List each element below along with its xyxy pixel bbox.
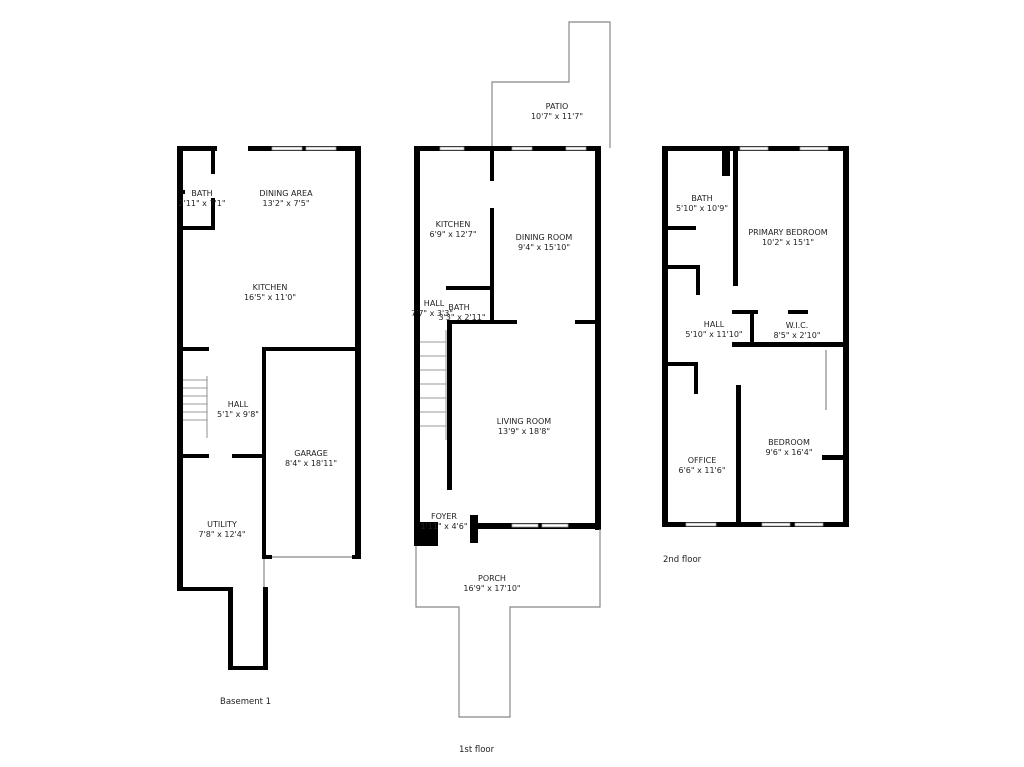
floor-label-second: 2nd floor [663,555,702,565]
room-dims: 13'2" x 7'5" [262,199,309,208]
room-dims: 6'9" x 12'7" [429,230,476,239]
room-name: DINING ROOM [516,233,573,242]
room-dims: 5'10" x 11'10" [685,330,742,339]
room-name: PORCH [478,574,506,583]
room-dims: 5'10" x 10'9" [676,204,728,213]
room-name: KITCHEN [253,283,288,292]
floor-label-first: 1st floor [459,745,495,755]
room-dims: 6'6" x 11'6" [678,466,725,475]
room-labels: BATH 2'11" x 7'1" DINING AREA 13'2" x 7'… [178,102,827,593]
room-name: PATIO [546,102,569,111]
room-name: LIVING ROOM [497,417,552,426]
room-name: FOYER [431,512,457,521]
basement-plan [177,146,361,670]
room-name: DINING AREA [259,189,313,198]
room-name: PRIMARY BEDROOM [748,228,827,237]
first-floor-plan [414,21,611,718]
room-name: GARAGE [294,449,328,458]
room-name: HALL [228,400,249,409]
room-dims: 8'5" x 2'10" [773,331,820,340]
room-dims: 10'7" x 11'7" [531,112,583,121]
room-dims: 16'9" x 17'10" [463,584,520,593]
room-dims: 3'3" x 2'11" [438,313,485,322]
room-dims: 5'1" x 9'8" [217,410,259,419]
room-dims: 16'5" x 11'0" [244,293,296,302]
room-name: UTILITY [207,520,237,529]
room-dims: 1'11" x 4'6" [420,522,467,531]
room-name: BEDROOM [768,438,810,447]
room-name: BATH [191,189,212,198]
room-dims: 9'4" x 15'10" [518,243,570,252]
room-name: BATH [448,303,469,312]
room-dims: 13'9" x 18'8" [498,427,550,436]
room-name: OFFICE [688,456,717,465]
room-name: HALL [424,299,445,308]
room-name: KITCHEN [436,220,471,229]
room-dims: 7'7" x 3'3" [411,309,453,318]
room-dims: 9'6" x 16'4" [765,448,812,457]
room-dims: 10'2" x 15'1" [762,238,814,247]
room-dims: 7'8" x 12'4" [198,530,245,539]
floor-label-basement: Basement 1 [220,697,271,707]
room-name: W.I.C. [786,321,809,330]
second-floor-plan [662,146,849,527]
room-dims: 8'4" x 18'11" [285,459,337,468]
room-name: HALL [704,320,725,329]
room-name: BATH [691,194,712,203]
floor-labels: Basement 1 1st floor 2nd floor [220,555,702,755]
room-dims: 2'11" x 7'1" [178,199,225,208]
